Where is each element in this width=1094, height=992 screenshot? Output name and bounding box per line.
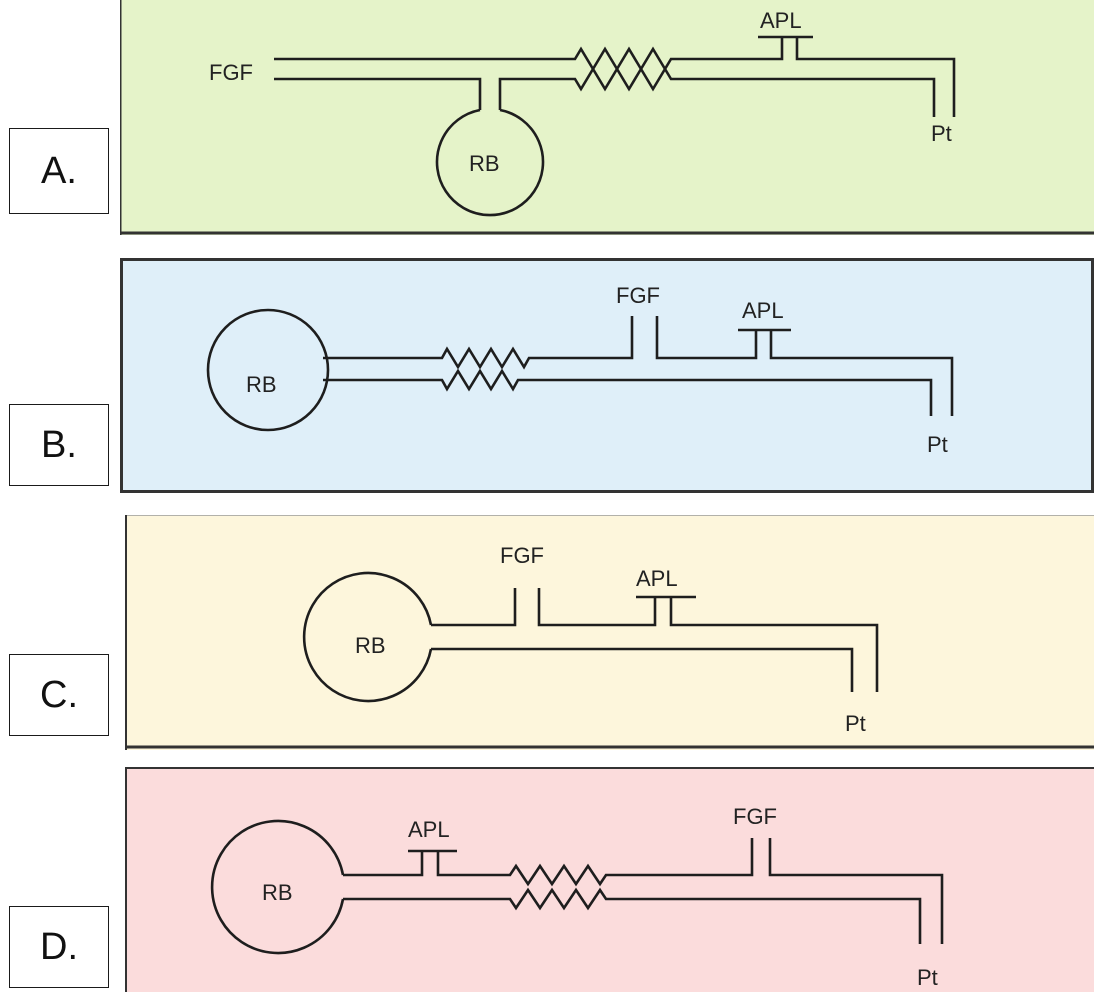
option-a-apl-text: APL bbox=[760, 8, 802, 33]
option-b-reservoir-bag bbox=[206, 308, 330, 432]
option-a-fgf-text: FGF bbox=[209, 60, 253, 85]
option-b-rb-text: RB bbox=[246, 372, 277, 397]
option-d-fgf-text: FGF bbox=[733, 804, 777, 829]
option-b-pt-text: Pt bbox=[927, 432, 948, 457]
option-d-reservoir-bag bbox=[210, 819, 345, 955]
option-d-panel[interactable]: RB FGF APL Pt bbox=[125, 767, 1094, 992]
option-a-panel[interactable]: RB FGF APL Pt bbox=[120, 0, 1094, 235]
option-a-label[interactable]: A. bbox=[9, 128, 109, 214]
option-c-label[interactable]: C. bbox=[9, 654, 109, 736]
option-c-pt-text: Pt bbox=[845, 711, 866, 736]
option-b-diagram: RB FGF APL Pt bbox=[120, 258, 1094, 493]
option-b-upper-limb bbox=[323, 316, 954, 416]
option-a-diagram: RB FGF APL Pt bbox=[120, 0, 1094, 235]
option-a-rb-text: RB bbox=[469, 151, 500, 176]
option-a-pt-text: Pt bbox=[931, 121, 952, 146]
option-b-label[interactable]: B. bbox=[9, 404, 109, 486]
option-a-lower-limb bbox=[274, 66, 936, 117]
option-c-upper-limb bbox=[431, 588, 879, 692]
option-b-apl-text: APL bbox=[742, 298, 784, 323]
option-c-diagram: RB FGF APL Pt bbox=[125, 515, 1094, 750]
option-d-apl-text: APL bbox=[408, 817, 450, 842]
option-c-reservoir-bag bbox=[302, 571, 433, 703]
option-b-panel[interactable]: RB FGF APL Pt bbox=[120, 258, 1094, 493]
option-a-reservoir-bag bbox=[435, 108, 545, 217]
option-d-diagram: RB FGF APL Pt bbox=[125, 767, 1094, 992]
option-c-lower-limb bbox=[431, 647, 854, 692]
option-d-lower-limb bbox=[343, 887, 922, 944]
option-b-fgf-text: FGF bbox=[616, 283, 660, 308]
option-d-pt-text: Pt bbox=[917, 965, 938, 990]
option-d-label[interactable]: D. bbox=[9, 906, 109, 988]
option-c-panel[interactable]: RB FGF APL Pt bbox=[125, 515, 1094, 750]
option-a-upper-limb bbox=[274, 42, 956, 117]
option-c-fgf-text: FGF bbox=[500, 543, 544, 568]
option-d-upper-limb bbox=[343, 838, 944, 944]
option-b-lower-limb bbox=[323, 368, 933, 416]
option-c-rb-text: RB bbox=[355, 633, 386, 658]
option-d-rb-text: RB bbox=[262, 880, 293, 905]
option-c-apl-text: APL bbox=[636, 566, 678, 591]
